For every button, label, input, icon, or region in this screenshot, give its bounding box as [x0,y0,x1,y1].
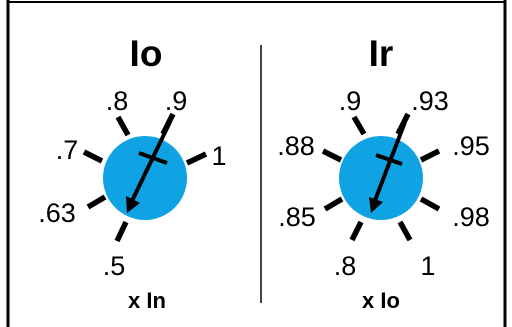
tick-label-ir-6: .98 [452,202,490,232]
pointer-ir-shaft [372,121,407,204]
tick-ir-6 [419,196,441,212]
pointer-io-icon [126,121,172,213]
tick-ir-5 [419,148,441,163]
tick-io-2 [82,149,104,164]
tick-io-0 [114,220,129,243]
dial-ir-title: Ir [369,33,394,74]
tick-label-ir-3: .9 [339,86,362,116]
dial-io-labels: .5 .63 .7 .8 .9 1 [38,86,226,281]
tick-ir-7 [397,220,413,242]
dial-io-multiplier: x In [128,288,166,313]
knob-icon[interactable] [339,136,423,220]
pointer-io-shaft [129,121,172,204]
tick-ir-2 [321,148,343,163]
tick-io-1 [86,194,107,210]
dial-ir-labels: .8 .85 .88 .9 .93 .95 .98 1 [277,86,490,281]
tick-label-io-4: .9 [165,86,188,116]
tick-io-5 [185,151,208,166]
tick-label-ir-1: .85 [278,202,316,232]
tick-label-io-2: .7 [56,135,79,165]
tick-label-io-5: 1 [211,141,226,171]
tick-ir-1 [323,196,344,212]
pointer-io-crossbar [138,151,168,165]
tick-label-ir-4: .93 [411,86,449,116]
tick-label-io-1: .63 [38,198,76,228]
pointer-io-arrowhead [126,196,140,213]
tick-label-ir-2: .88 [277,131,315,161]
tick-label-io-3: .8 [106,86,129,116]
tick-label-ir-0: .8 [334,251,357,281]
pointer-ir-arrowhead [369,197,383,213]
tick-ir-0 [349,220,364,242]
pointer-ir-icon [369,121,407,213]
tick-io-3 [115,115,131,137]
dial-ir[interactable]: Ir .8 .85 .88 .9 .93 .95 .98 1 [277,33,490,313]
tick-label-ir-7: 1 [420,251,435,281]
tick-ir-3 [351,115,367,136]
dial-io[interactable]: Io .5 .63 .7 .8 .9 1 [38,33,226,313]
tick-label-io-0: .5 [103,251,126,281]
pointer-ir-crossbar [375,153,403,166]
tick-label-ir-5: .95 [452,131,490,161]
dial-io-title: Io [130,33,163,74]
dial-ir-multiplier: x Io [362,288,400,313]
